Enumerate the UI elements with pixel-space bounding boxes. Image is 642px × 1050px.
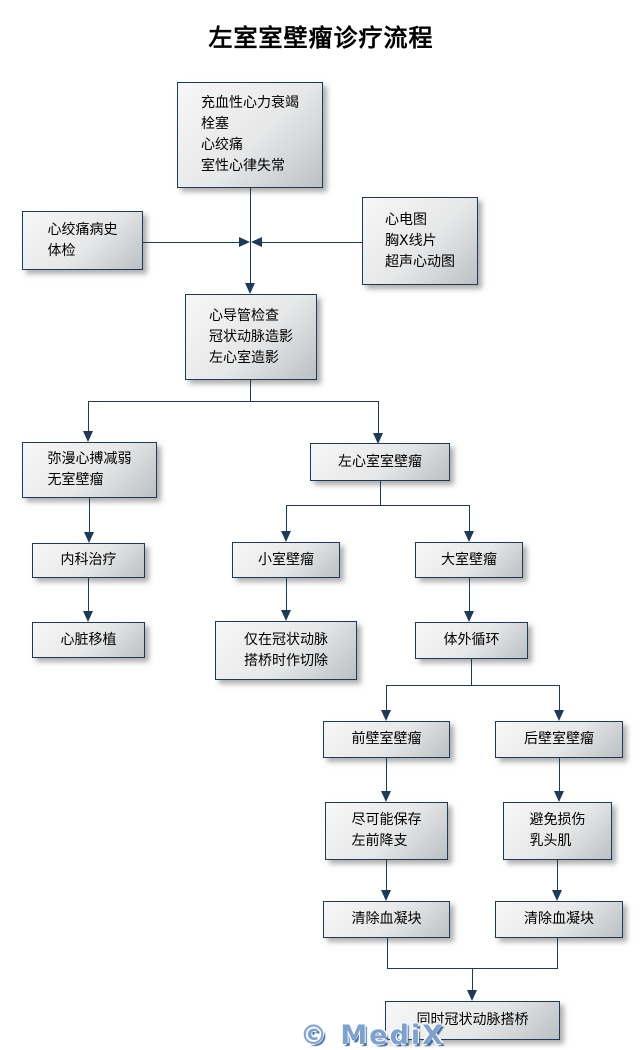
connector-h-history [143,242,240,243]
node-anterior-label: 前壁室壁瘤 [351,731,422,747]
arrowhead-into-catheter [245,283,255,294]
node-resect-with-cabg: 仅在冠状动脉 搭桥时作切除 [215,621,357,680]
connector-v-preserve-clot [386,860,387,891]
node-ecg-label: 心电图 胸X线片 超声心动图 [385,211,455,270]
arrowhead-into-avoid [554,791,564,802]
arrowhead-from-ecg [251,237,262,247]
connector-v-to-diffuse [88,401,89,432]
node-anterior: 前壁室壁瘤 [323,721,450,758]
node-cabg-same-time-label: 同时冠状动脉搭桥 [416,1012,529,1028]
arrowhead-into-cabg [467,990,477,1001]
node-transplant: 心脏移植 [32,622,145,658]
connector-v-merge-cabg [472,968,473,991]
node-history: 心绞痛病史 体检 [22,211,143,270]
page-title: 左室室壁瘤诊疗流程 [208,24,434,52]
connector-v-to-large [469,505,470,532]
arrowhead-into-clot-left [381,890,391,901]
node-small-aneurysm-label: 小室壁瘤 [258,551,314,568]
arrowhead-into-cpb [464,611,474,622]
node-ecg: 心电图 胸X线片 超声心动图 [362,197,478,285]
node-medical-therapy: 内科治疗 [32,543,145,578]
node-posterior: 后壁室壁瘤 [495,721,623,758]
arrowhead-from-history [239,237,250,247]
node-diffuse: 弥漫心搏减弱 无室壁瘤 [22,442,157,498]
arrowhead-into-medical [84,532,94,543]
node-catheter-label: 心导管检查 冠状动脉造影 左心室造影 [209,307,293,366]
connector-v-to-small [286,505,287,532]
node-remove-clot-left: 清除血凝块 [323,901,450,938]
node-remove-clot-right-label: 清除血凝块 [524,911,594,927]
arrowhead-into-clot-right [552,890,562,901]
connector-h-branch3 [386,685,560,686]
connector-v-to-anterior [386,685,387,711]
node-preserve-lad: 尽可能保存 左前降支 [325,802,448,860]
arrowhead-into-transplant [83,611,93,622]
arrowhead-into-preserve [381,791,391,802]
node-large-aneurysm-label: 大室壁瘤 [441,551,497,568]
connector-h-branch1 [88,401,379,402]
node-resect-with-cabg-label: 仅在冠状动脉 搭桥时作切除 [244,631,328,669]
connector-v-avoid-clot [557,860,558,891]
node-remove-clot-right: 清除血凝块 [495,901,623,938]
connector-v-cpb-branch [471,659,472,686]
node-lv-aneurysm: 左心室室壁瘤 [310,443,450,481]
node-history-label: 心绞痛病史 体检 [47,221,118,259]
connector-v-symptoms-catheter [250,188,251,285]
connector-v-posterior-avoid [559,758,560,792]
connector-v-large-cpb [469,578,470,612]
node-cpb-label: 体外循环 [443,632,500,648]
node-large-aneurysm: 大室壁瘤 [415,542,523,578]
connector-v-clot-right-merge [557,938,558,969]
node-symptoms: 充血性心力衰竭 栓塞 心绞痛 室性心律失常 [177,82,323,188]
node-small-aneurysm: 小室壁瘤 [232,542,340,578]
node-avoid-papillary: 避免损伤 乳头肌 [503,802,612,860]
node-cpb: 体外循环 [415,622,528,659]
node-medical-therapy-label: 内科治疗 [60,552,117,568]
node-remove-clot-left-label: 清除血凝块 [351,911,422,927]
node-transplant-label: 心脏移植 [60,631,117,648]
connector-v-small-resect [286,578,287,611]
arrowhead-into-diffuse [83,431,93,442]
connector-v-medical-transplant [88,578,89,612]
medix-watermark: © MediX [300,1020,445,1050]
node-avoid-papillary-label: 避免损伤 乳头肌 [529,812,586,849]
connector-v-lv-branch [380,481,381,506]
connector-v-to-posterior [559,685,560,711]
connector-v-diffuse-medical [89,498,90,533]
arrowhead-into-resect [281,610,291,621]
node-cabg-same-time: 同时冠状动脉搭桥 [385,1001,560,1040]
connector-v-catheter-branch [250,380,251,402]
node-catheter: 心导管检查 冠状动脉造影 左心室造影 [185,294,317,380]
arrowhead-into-small [281,531,291,542]
node-lv-aneurysm-label: 左心室室壁瘤 [338,453,422,470]
arrowhead-into-posterior [554,710,564,721]
arrowhead-into-anterior [381,710,391,721]
connector-h-ecg [262,242,362,243]
arrowhead-into-lv-aneurysm [373,433,383,444]
connector-v-clot-left-merge [387,938,388,969]
connector-h-branch2 [286,505,470,506]
node-symptoms-label: 充血性心力衰竭 栓塞 心绞痛 室性心律失常 [201,95,299,174]
node-preserve-lad-label: 尽可能保存 左前降支 [351,812,422,849]
node-posterior-label: 后壁室壁瘤 [524,731,594,747]
connector-v-to-lv-aneurysm [378,401,379,434]
connector-v-anterior-preserve [386,758,387,792]
arrowhead-into-large [464,531,474,542]
node-diffuse-label: 弥漫心搏减弱 无室壁瘤 [47,451,132,488]
